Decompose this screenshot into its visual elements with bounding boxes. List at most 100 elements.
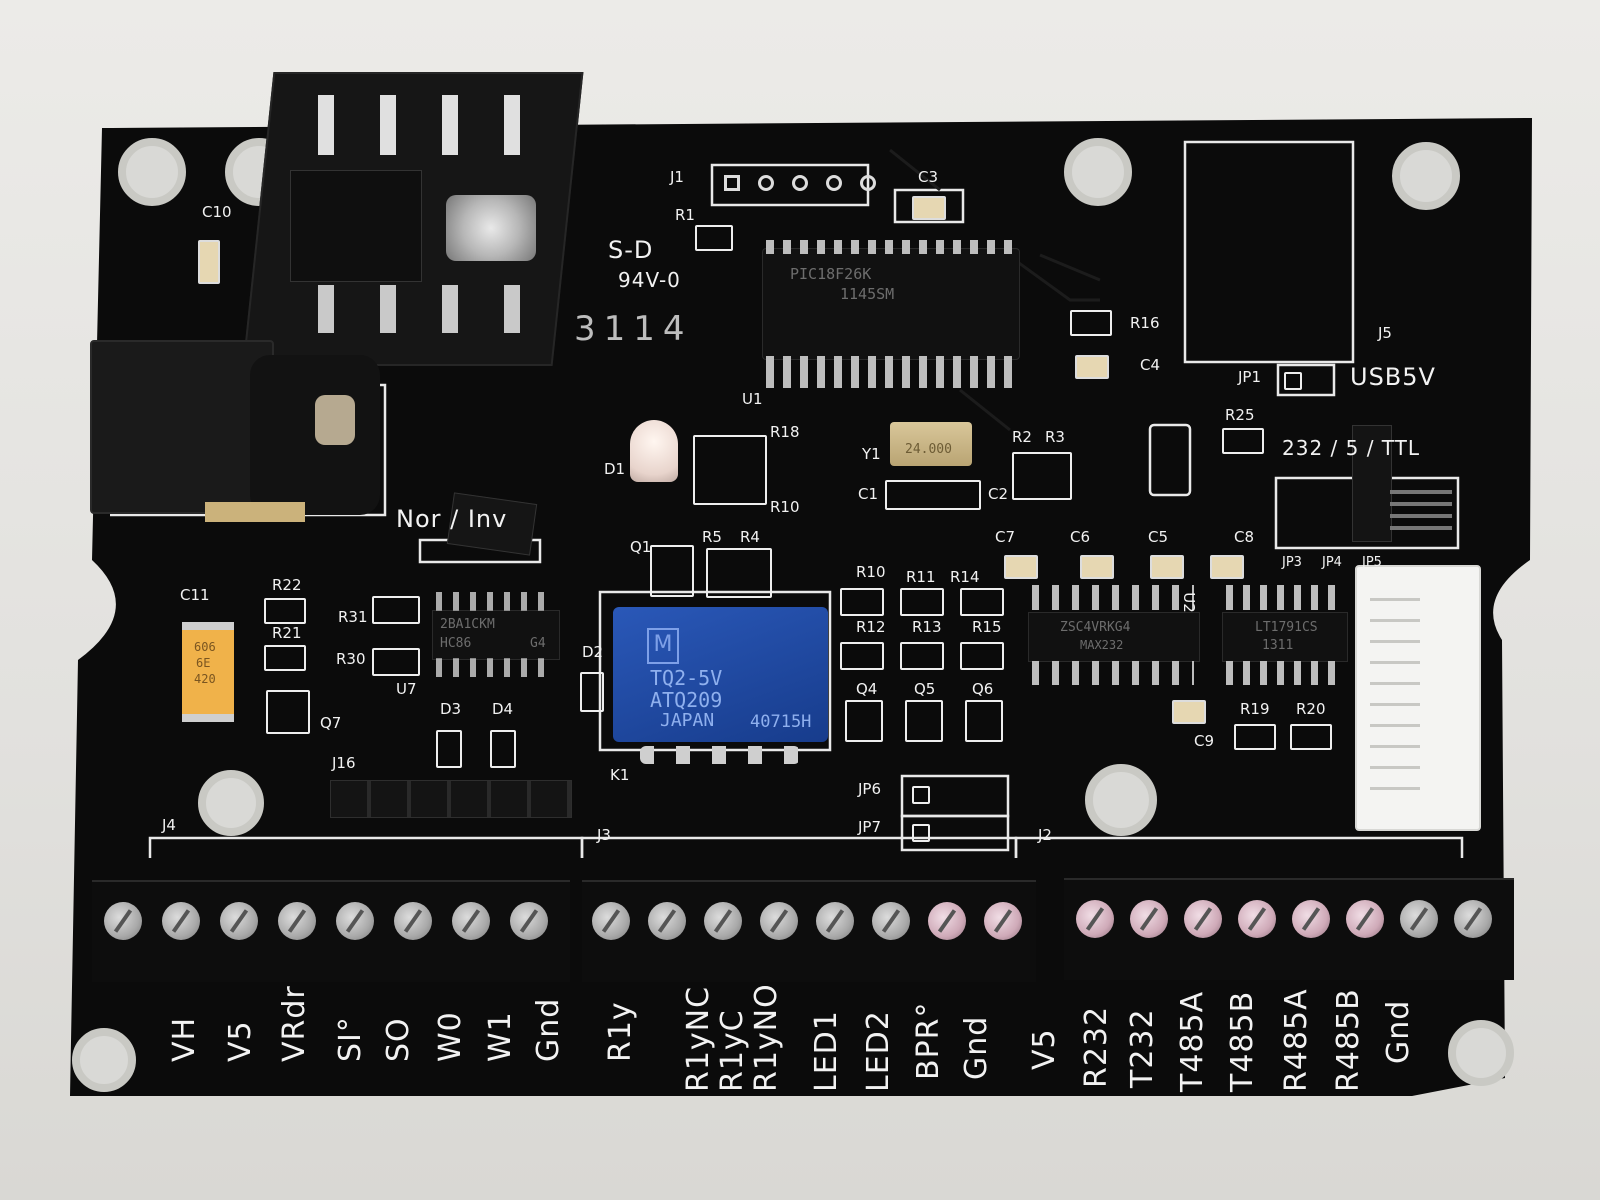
smd-c5 [1150, 555, 1184, 579]
crystal-y1 [890, 422, 972, 466]
u7-marking-1: 2BA1CKM [440, 617, 495, 632]
relay-pins [640, 746, 800, 764]
label-c7: C7 [995, 528, 1016, 546]
label-r14: R14 [950, 568, 980, 586]
label-c9: C9 [1194, 732, 1215, 750]
terminal-label: VRdr [277, 985, 312, 1062]
label-d2: D2 [582, 643, 604, 661]
label-nor-inv: Nor / Inv [396, 505, 508, 533]
terminal-screw[interactable] [104, 902, 142, 940]
header-j16 [330, 780, 572, 818]
label-r19: R19 [1240, 700, 1270, 718]
label-c4: C4 [1140, 356, 1161, 374]
label-r10-top: R10 [770, 498, 800, 516]
label-jp4: JP4 [1322, 555, 1342, 570]
terminal-label: SO [381, 1017, 416, 1062]
label-r2: R2 [1012, 428, 1032, 446]
label-r12: R12 [856, 618, 886, 636]
pad-r25 [1222, 428, 1264, 454]
terminal-label: SI° [333, 1016, 368, 1062]
label-r10: R10 [856, 563, 886, 581]
label-r4: R4 [740, 528, 760, 546]
terminal-label: R485A [1279, 988, 1314, 1092]
cap-marking-1: 606 [194, 640, 216, 654]
pad-r16 [1070, 310, 1112, 336]
terminal-screw[interactable] [1238, 900, 1276, 938]
pad-c1-c2 [885, 480, 981, 510]
terminal-screw[interactable] [648, 902, 686, 940]
u1-marking-2: 1145SM [840, 285, 895, 303]
label-r22: R22 [272, 576, 302, 594]
pad-d2 [580, 672, 604, 712]
terminal-label: T485A [1175, 990, 1210, 1092]
terminal-screw[interactable] [928, 902, 966, 940]
terminal-screw[interactable] [394, 902, 432, 940]
terminal-screw[interactable] [1346, 900, 1384, 938]
label-y1: Y1 [862, 445, 881, 463]
label-date-code: 3114 [574, 309, 693, 349]
terminal-screw[interactable] [510, 902, 548, 940]
label-j5: J5 [1378, 324, 1392, 342]
relay-marking-2: ATQ209 [650, 688, 723, 712]
terminal-screw[interactable] [1184, 900, 1222, 938]
terminal-label: W1 [483, 1011, 518, 1062]
terminal-label: W0 [433, 1011, 468, 1062]
relay-logo: M [647, 628, 679, 664]
label-c10: C10 [202, 203, 232, 221]
label-c8: C8 [1234, 528, 1255, 546]
terminal-screw[interactable] [816, 902, 854, 940]
pad-r11 [900, 588, 944, 616]
cap-marking-2: 6E [196, 656, 211, 670]
terminal-screw[interactable] [872, 902, 910, 940]
terminal-screw[interactable] [984, 902, 1022, 940]
mounting-hole-bottom-right [1448, 1020, 1514, 1086]
label-mode-select: 232 / 5 / TTL [1282, 436, 1421, 460]
label-r13: R13 [912, 618, 942, 636]
terminal-screw[interactable] [278, 902, 316, 940]
terminal-screw[interactable] [760, 902, 798, 940]
terminal-screw[interactable] [220, 902, 258, 940]
label-q6: Q6 [972, 680, 994, 698]
u1-marking-1: PIC18F26K [790, 265, 872, 283]
terminal-screw[interactable] [336, 902, 374, 940]
u2a-marking-2: MAX232 [1080, 638, 1124, 652]
label-j16: J16 [332, 754, 356, 772]
label-u7: U7 [396, 680, 417, 698]
terminal-screw[interactable] [1400, 900, 1438, 938]
terminal-screw[interactable] [162, 902, 200, 940]
mode-jumper-pins [1390, 490, 1452, 530]
label-q7: Q7 [320, 714, 342, 732]
mounting-hole-top-mid [1064, 138, 1132, 206]
terminal-screw[interactable] [1292, 900, 1330, 938]
label-r15: R15 [972, 618, 1002, 636]
led-d1 [630, 420, 678, 482]
pad-r30 [372, 648, 420, 676]
terminal-screw[interactable] [592, 902, 630, 940]
terminal-screw[interactable] [1130, 900, 1168, 938]
rs232-chip [1028, 612, 1200, 662]
u2b-marking-2: 1311 [1262, 638, 1294, 653]
terminal-screw[interactable] [1454, 900, 1492, 938]
pad-q1 [650, 545, 694, 597]
label-r18: R18 [770, 423, 800, 441]
rs485-chip [1222, 612, 1348, 662]
mounting-hole-top-left [118, 138, 186, 206]
u1-pins-top [766, 240, 1014, 254]
label-k1: K1 [610, 766, 630, 784]
terminal-screw[interactable] [704, 902, 742, 940]
label-c3: C3 [918, 168, 939, 186]
terminal-screw[interactable] [1076, 900, 1114, 938]
label-j1: J1 [670, 168, 684, 186]
label-c1: C1 [858, 485, 879, 503]
header-j1-pins [724, 175, 876, 191]
pad-r12 [840, 642, 884, 670]
smd-c7 [1004, 555, 1038, 579]
u2b-marking-1: LT1791CS [1255, 620, 1318, 635]
voltage-regulator [290, 170, 422, 282]
terminal-label: V5 [1027, 1028, 1062, 1070]
label-jp7: JP7 [858, 818, 882, 836]
terminal-screw[interactable] [452, 902, 490, 940]
smd-c6 [1080, 555, 1114, 579]
terminal-label: Gnd [1381, 999, 1416, 1064]
